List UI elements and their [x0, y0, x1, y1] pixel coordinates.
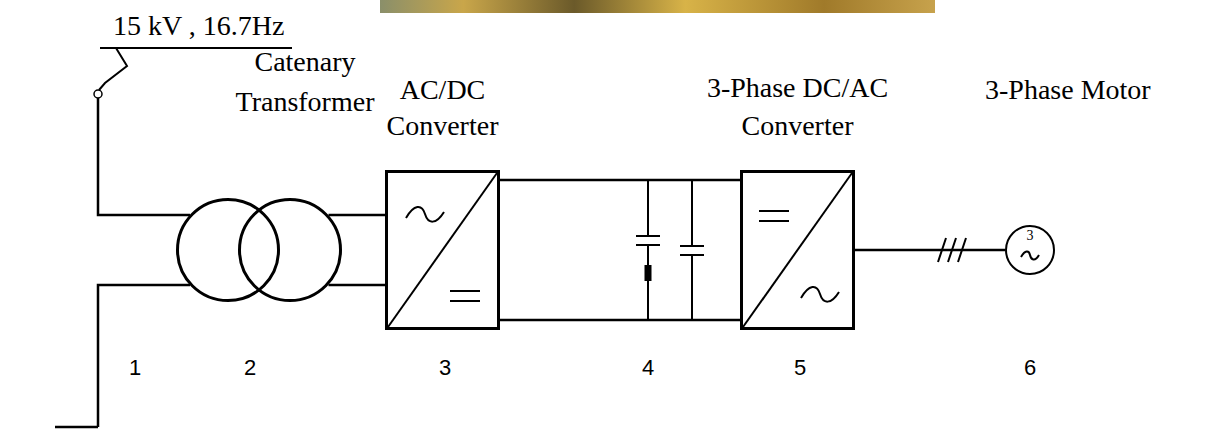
callout-number: 1 — [129, 355, 141, 381]
pantograph-symbol — [99, 48, 127, 90]
component-label: AC/DC Converter — [368, 72, 518, 144]
callout-number: 6 — [1024, 355, 1036, 381]
capacitor-symbol — [680, 180, 704, 320]
ac-symbol — [406, 207, 444, 222]
converter-symbol — [743, 173, 852, 327]
ac-symbol — [801, 287, 839, 302]
dc-link-wires — [500, 180, 740, 320]
three-phase-line — [855, 249, 1005, 252]
callout-number: 4 — [642, 355, 654, 381]
component-label: Catenary Transformer — [205, 42, 405, 122]
dc-symbol — [450, 291, 480, 301]
ac-symbol — [1021, 251, 1039, 259]
winding-circles — [176, 198, 342, 302]
callout-number: 3 — [439, 355, 451, 381]
dc-symbol — [759, 211, 789, 221]
capacitor-symbol — [636, 180, 660, 320]
converter-box: 3-Phase DC/AC Converter — [740, 170, 855, 330]
callout-number: 2 — [244, 355, 256, 381]
resistor-symbol — [645, 265, 652, 281]
primary-wire — [55, 98, 190, 427]
supply-voltage: 15 kV , 16.7Hz — [113, 10, 284, 42]
phase-count: 3 — [1005, 228, 1055, 244]
converter-symbol — [388, 173, 497, 327]
motor-circle — [1006, 226, 1054, 274]
callout-number: 5 — [794, 355, 806, 381]
transformer-symbol: Catenary Transformer — [176, 198, 342, 302]
component-label: 3-Phase DC/AC Converter — [683, 69, 913, 145]
secondary-winding — [240, 200, 341, 301]
motor-symbol: 3-Phase Motor3 — [1005, 225, 1055, 275]
pantograph-contact — [94, 90, 102, 98]
winding-wires — [328, 215, 385, 285]
photo-strip — [380, 0, 935, 13]
diagonal-line — [388, 173, 497, 327]
converter-box: AC/DC Converter — [385, 170, 500, 330]
diagonal-line — [743, 173, 852, 327]
primary-winding — [178, 200, 279, 301]
component-label: 3-Phase Motor — [985, 74, 1151, 106]
